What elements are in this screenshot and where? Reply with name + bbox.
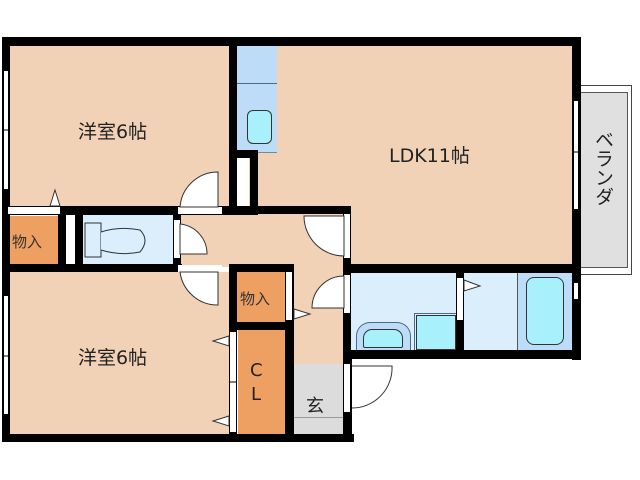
wall — [58, 206, 66, 272]
wall — [229, 322, 294, 330]
wall — [229, 264, 294, 272]
wall — [2, 37, 580, 46]
storage-west — [8, 216, 58, 266]
kitchen-counter-divider — [237, 83, 277, 84]
washroom-door-frame[interactable] — [344, 275, 350, 313]
storage-west-label: 物入 — [12, 233, 43, 251]
entrance — [294, 364, 344, 436]
wall — [2, 264, 182, 272]
toilet-side-opening — [67, 216, 74, 264]
western-room-south — [10, 272, 232, 435]
western-room-south-label: 洋室6帖 — [78, 347, 148, 369]
south-room-door-frame[interactable] — [178, 265, 222, 272]
wall — [229, 37, 237, 213]
wall — [2, 434, 354, 442]
ldk-door-frame[interactable] — [344, 214, 350, 258]
storage-hall-label: 物入 — [240, 290, 271, 308]
wall — [2, 37, 10, 442]
entrance-door-frame[interactable] — [344, 364, 350, 412]
washbasin-bowl — [363, 329, 403, 348]
wall — [250, 206, 350, 214]
bath-door[interactable] — [457, 278, 463, 320]
closet-label-l: L — [251, 384, 262, 405]
kitchen-sink-icon — [247, 110, 272, 144]
wall — [2, 206, 258, 215]
pass-through-opening — [237, 158, 249, 206]
wall — [285, 264, 294, 442]
wall — [75, 206, 83, 272]
closet-label-c: C — [250, 360, 263, 381]
window-bath[interactable] — [573, 282, 579, 300]
toilet-door-frame[interactable] — [174, 220, 180, 258]
veranda-label: ベランダ — [592, 130, 614, 206]
ldk-label: LDK11帖 — [389, 145, 470, 167]
window-veranda[interactable] — [573, 100, 579, 210]
storage-hall-door[interactable] — [286, 272, 292, 320]
storage-hall — [237, 272, 285, 322]
north-room-door-frame[interactable] — [178, 207, 222, 214]
storage-west-door[interactable] — [8, 207, 60, 214]
wall — [237, 150, 258, 158]
window-west-south[interactable] — [3, 295, 9, 415]
western-room-north-label: 洋室6帖 — [78, 121, 148, 143]
entrance-step-line — [294, 417, 344, 418]
bathtub-icon — [526, 277, 564, 345]
veranda — [580, 92, 628, 268]
washing-machine-icon — [414, 313, 458, 352]
entrance-label: 玄 — [306, 396, 324, 417]
closet — [238, 330, 286, 435]
wall — [250, 150, 258, 213]
